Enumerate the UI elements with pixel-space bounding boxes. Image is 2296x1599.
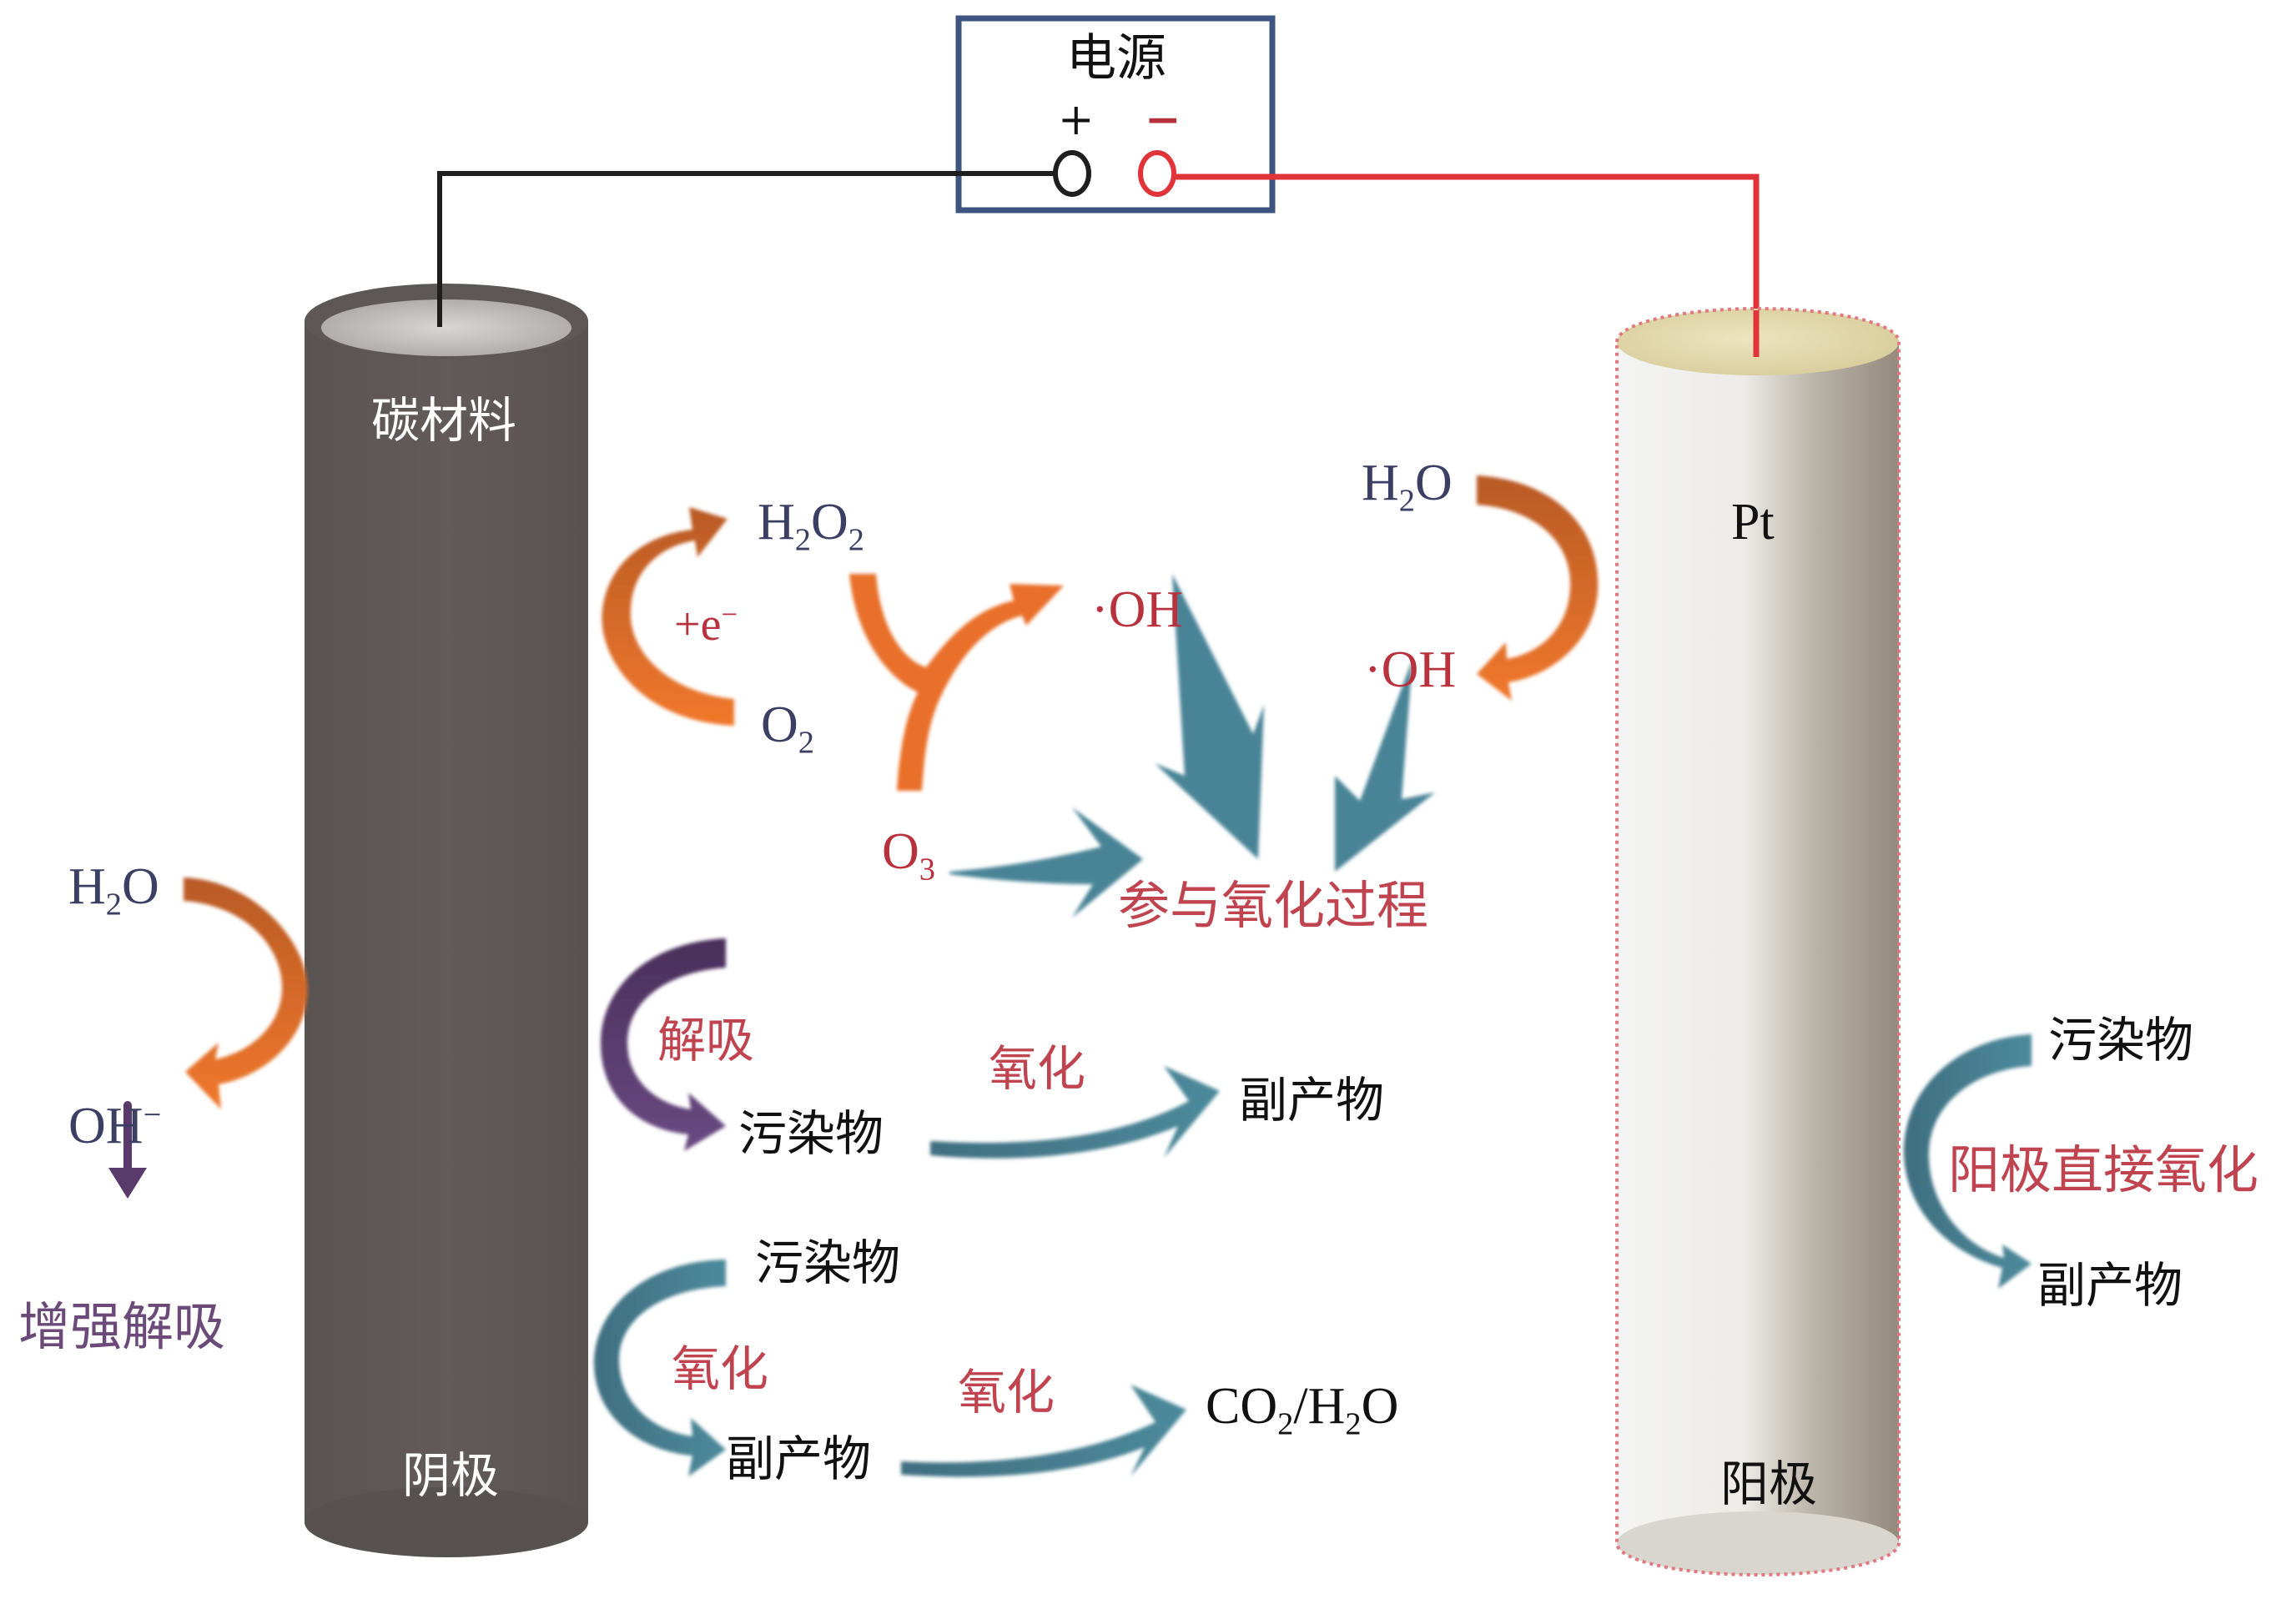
oh-right-to-oxidation-arrow	[1335, 659, 1435, 872]
anode-direct-oxidation-label: 阳极直接氧化	[1948, 1139, 2259, 1200]
enhance-desorption-label: 增强解吸	[18, 1296, 226, 1357]
byproduct-label-1: 副产物	[1239, 1072, 1385, 1129]
desorption-label: 解吸	[657, 1012, 755, 1069]
o2-label: O2	[761, 696, 814, 761]
cathode-h2o-label: H2O	[68, 858, 159, 923]
anode-cylinder	[1615, 307, 1901, 1576]
o2-to-h2o2-arrow	[602, 507, 734, 726]
byproduct-label-2: 副产物	[726, 1431, 872, 1487]
anode-pollutant-label: 污染物	[2048, 1012, 2194, 1069]
o3-to-oxidation-arrow	[949, 807, 1143, 918]
ozone-label: O3	[882, 823, 935, 887]
cathode-cylinder	[305, 284, 588, 1557]
enhance-desorption-arrowhead	[108, 1168, 147, 1199]
power-supply-title: 电源	[1066, 29, 1166, 88]
hydroxide-label: OH−	[68, 1098, 162, 1155]
positive-terminal	[1053, 150, 1091, 197]
cathode-h2o-to-oh-arrow	[184, 877, 308, 1109]
pollutant-label-2: 污染物	[755, 1234, 901, 1291]
anode-h2o-to-oh-arrow	[1477, 475, 1599, 701]
anode-h2o-label: H2O	[1362, 455, 1453, 519]
desorption-arrow	[601, 938, 726, 1151]
anode-label: 阳极	[1720, 1456, 1818, 1512]
electron-label: +e−	[674, 598, 738, 651]
oxidize-label-1: 氧化	[989, 1040, 1086, 1097]
cathode-label: 阴极	[402, 1447, 500, 1504]
negative-wire	[1170, 173, 1760, 357]
cathode-material-label: 碳材料	[371, 392, 517, 449]
hydroxyl-radical-label-1: ·OH	[1091, 581, 1184, 638]
positive-sign: +	[1058, 95, 1095, 145]
h2o2-o3-to-oh-arrow	[849, 574, 1064, 791]
oh-left-to-oxidation-arrow	[1155, 574, 1264, 859]
desorbed-pollutant-label: 污染物	[738, 1105, 884, 1162]
anode-byproduct-label: 副产物	[2037, 1257, 2183, 1314]
oxidize-label-3: 氧化	[958, 1364, 1055, 1420]
pollutant-to-byproduct-arrow-1	[930, 1066, 1220, 1159]
anode-direct-oxidation-arrow	[1903, 1034, 2032, 1289]
byproduct-to-co2-arrow	[901, 1385, 1186, 1477]
negative-sign: −	[1145, 94, 1181, 145]
co2-h2o-label: CO2/H2O	[1206, 1378, 1399, 1442]
oxidation-process-label: 参与氧化过程	[1118, 875, 1429, 936]
positive-wire	[437, 171, 1055, 324]
cathode-oxidation-arrow	[593, 1260, 726, 1476]
negative-terminal	[1138, 150, 1176, 197]
h2o2-label: H2O2	[758, 494, 864, 558]
hydroxyl-radical-label-2: ·OH	[1364, 641, 1457, 698]
anode-material-label: Pt	[1731, 494, 1775, 551]
oxidize-label-2: 氧化	[672, 1340, 769, 1397]
power-supply-box	[955, 15, 1276, 214]
